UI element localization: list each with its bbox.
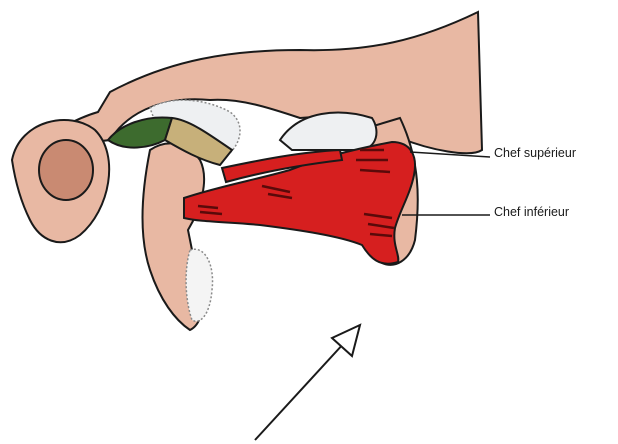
ear-canal: [39, 140, 93, 200]
articular-eminence: [280, 113, 376, 150]
force-arrow-shaft: [255, 342, 345, 440]
gland-tissue: [186, 249, 212, 321]
label-superior-head: Chef supérieur: [494, 146, 576, 160]
label-inferior-head: Chef inférieur: [494, 205, 569, 219]
